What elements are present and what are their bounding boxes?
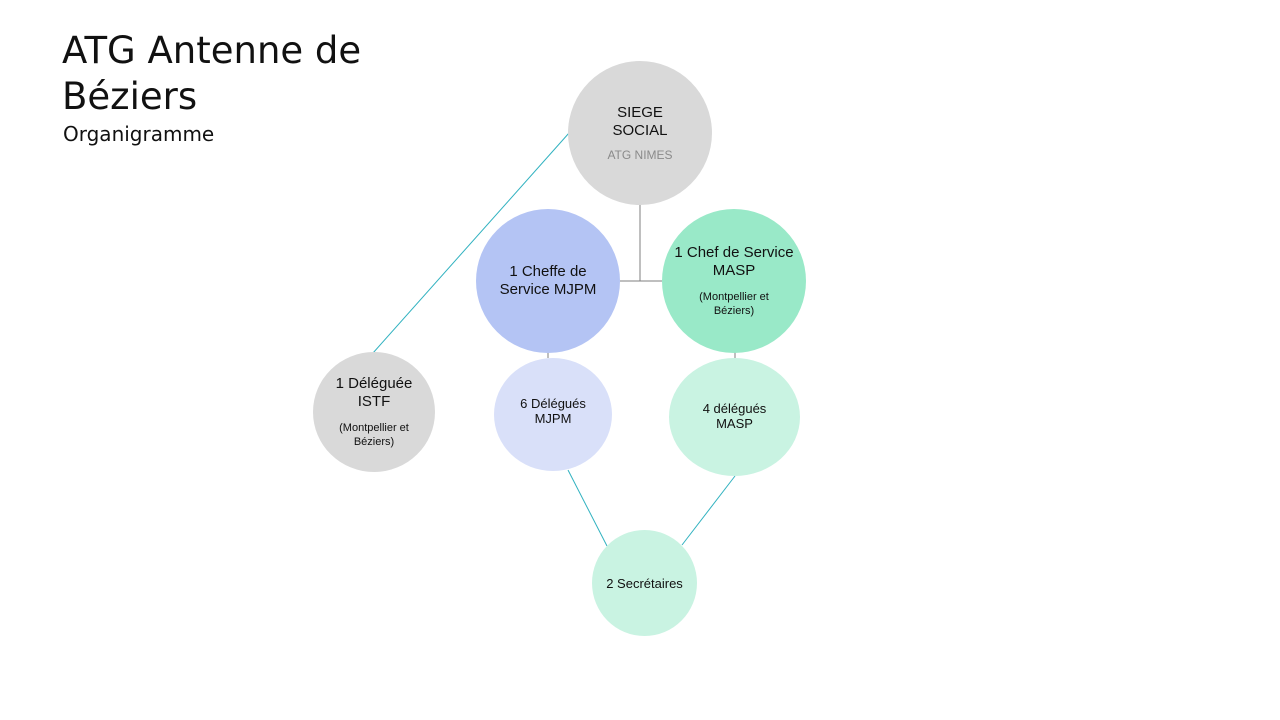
node-cheffe-service-mjpm-label: 1 Cheffe de Service MJPM: [499, 263, 597, 298]
node-deleguee-istf-label: 1 Déléguée ISTF: [335, 375, 413, 410]
node-chef-service-masp-label: 1 Chef de Service MASP: [674, 244, 794, 279]
connector-siege-istf: [372, 132, 570, 354]
node-delegues-masp-label: 4 délégués MASP: [702, 401, 767, 431]
node-cheffe-service-mjpm: 1 Cheffe de Service MJPM: [476, 209, 620, 353]
node-delegues-masp: 4 délégués MASP: [669, 358, 800, 476]
node-chef-service-masp-note: (Montpellier et Béziers): [699, 291, 769, 317]
node-siege-social-sub: ATG NIMES: [607, 147, 673, 162]
node-chef-service-masp: 1 Chef de Service MASP (Montpellier et B…: [662, 209, 806, 353]
connector-mjpm-secretaires: [567, 469, 608, 547]
connector-masp-secretaires: [681, 475, 736, 546]
node-siege-social: SIEGE SOCIAL ATG NIMES: [568, 61, 712, 205]
node-deleguee-istf-note: (Montpellier et Béziers): [339, 422, 409, 448]
node-delegues-mjpm-label: 6 Délégués MJPM: [520, 395, 586, 426]
node-deleguee-istf: 1 Déléguée ISTF (Montpellier et Béziers): [313, 352, 435, 472]
node-delegues-mjpm: 6 Délégués MJPM: [494, 358, 612, 471]
slide-title: ATG Antenne de Béziers: [62, 29, 362, 118]
node-siege-social-label: SIEGE SOCIAL: [612, 103, 668, 139]
node-secretaires-label: 2 Secrétaires: [606, 575, 683, 591]
node-secretaires: 2 Secrétaires: [592, 530, 697, 636]
slide-subtitle: Organigramme: [63, 122, 215, 146]
